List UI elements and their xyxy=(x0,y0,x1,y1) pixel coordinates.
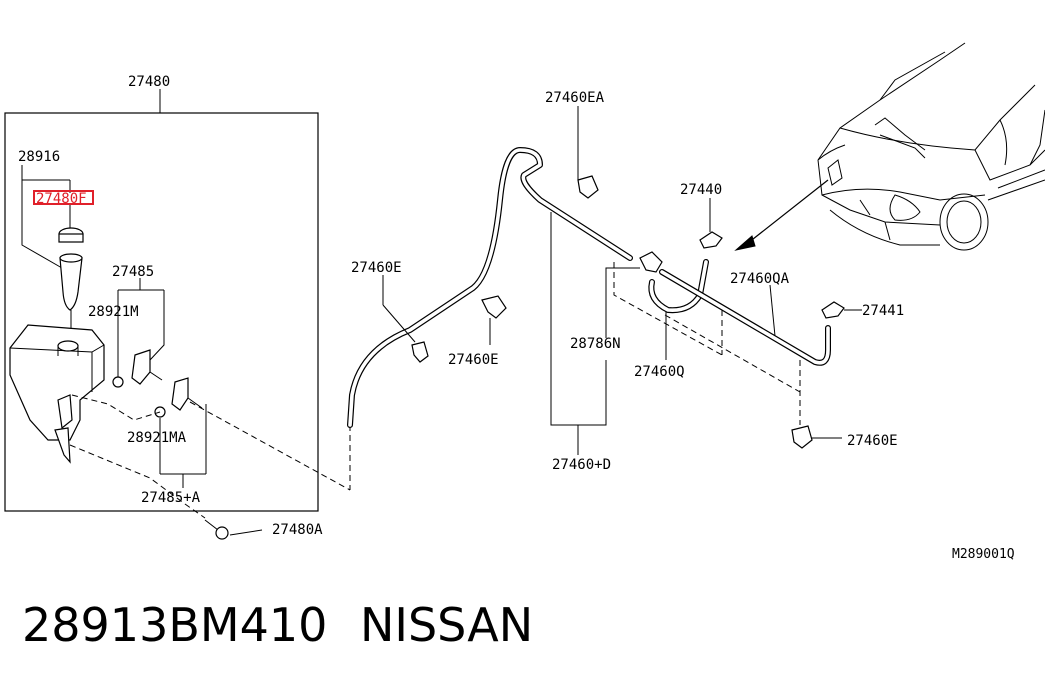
highlight-box-27480F xyxy=(33,190,94,205)
diagram-code: M289001Q xyxy=(952,547,1015,562)
leader-28786N xyxy=(605,267,640,338)
washer-hose-27460QA-inner xyxy=(660,270,830,365)
filler-cap-body xyxy=(58,233,84,243)
leader-27480A xyxy=(229,529,263,536)
washer-pump-front xyxy=(131,349,151,385)
callout-28921M: 28921M xyxy=(88,304,139,320)
washer-pump-front-pipe xyxy=(149,371,163,381)
callout-28786N: 28786N xyxy=(570,336,621,352)
pointer-arrow-line xyxy=(747,179,829,244)
callout-27460E-left: 27460E xyxy=(351,260,402,276)
callout-27460E-right: 27460E xyxy=(847,433,898,449)
callout-27441: 27441 xyxy=(862,303,904,319)
bolt-shaft xyxy=(204,519,219,531)
leader-27460QA xyxy=(769,284,776,337)
callout-27440: 27440 xyxy=(680,182,722,198)
vehicle-illustration xyxy=(817,42,1045,251)
callout-27480: 27480 xyxy=(128,74,170,90)
callout-27485A: 27485+A xyxy=(141,490,201,506)
leader-28916-drop xyxy=(21,180,63,269)
pointer-arrow-head xyxy=(734,235,756,251)
dash-tank-2 xyxy=(69,444,206,519)
clip-27460EA xyxy=(577,175,599,199)
callout-27460QA: 27460QA xyxy=(730,271,790,287)
washer-tank-bracket xyxy=(57,394,73,430)
callout-28916: 28916 xyxy=(18,149,60,165)
nozzle-27440 xyxy=(699,231,723,249)
washer-pump-rear-pipe xyxy=(187,397,203,409)
leader-28916 xyxy=(21,165,70,181)
leader-27485-r xyxy=(149,290,165,361)
clip-27460E-left xyxy=(411,341,429,363)
clip-27460E-right xyxy=(791,425,813,449)
washer-pump-rear xyxy=(171,377,189,411)
bolt-head xyxy=(215,526,229,540)
nozzle-27441 xyxy=(821,301,845,319)
part-number: 28913BM410 xyxy=(22,598,328,652)
washer-tank-neck xyxy=(57,340,79,352)
callout-27460Q: 27460Q xyxy=(634,364,685,380)
clip-27460E-mid xyxy=(481,295,507,319)
filler-neck xyxy=(59,257,83,311)
callout-27460EA: 27460EA xyxy=(545,90,605,106)
washer-hose-27460Q-inner xyxy=(649,260,708,313)
grommet-28921M xyxy=(112,376,124,388)
tank-assembly-frame xyxy=(4,112,319,512)
callout-27480A: 27480A xyxy=(272,522,323,538)
dash-tank-3 xyxy=(189,401,351,491)
leader-27460E-left-diag xyxy=(382,304,416,343)
callout-27480F: 27480F xyxy=(36,191,87,207)
brand-name: NISSAN xyxy=(360,598,534,652)
filler-neck-top xyxy=(59,253,83,263)
dash-right-1 xyxy=(613,262,723,356)
callout-28921MA: 28921MA xyxy=(127,430,187,446)
callout-27460D: 27460+D xyxy=(552,457,611,473)
callout-27485: 27485 xyxy=(112,264,154,280)
washer-tank-foot xyxy=(54,427,71,464)
washer-hose-main-inner xyxy=(348,148,632,427)
leader-27460D xyxy=(550,212,607,426)
dash-right-3 xyxy=(664,314,801,393)
check-valve-28786N xyxy=(639,251,663,273)
washer-tank xyxy=(9,324,105,441)
callout-27460E-mid: 27460E xyxy=(448,352,499,368)
dash-tank-1 xyxy=(71,394,161,421)
